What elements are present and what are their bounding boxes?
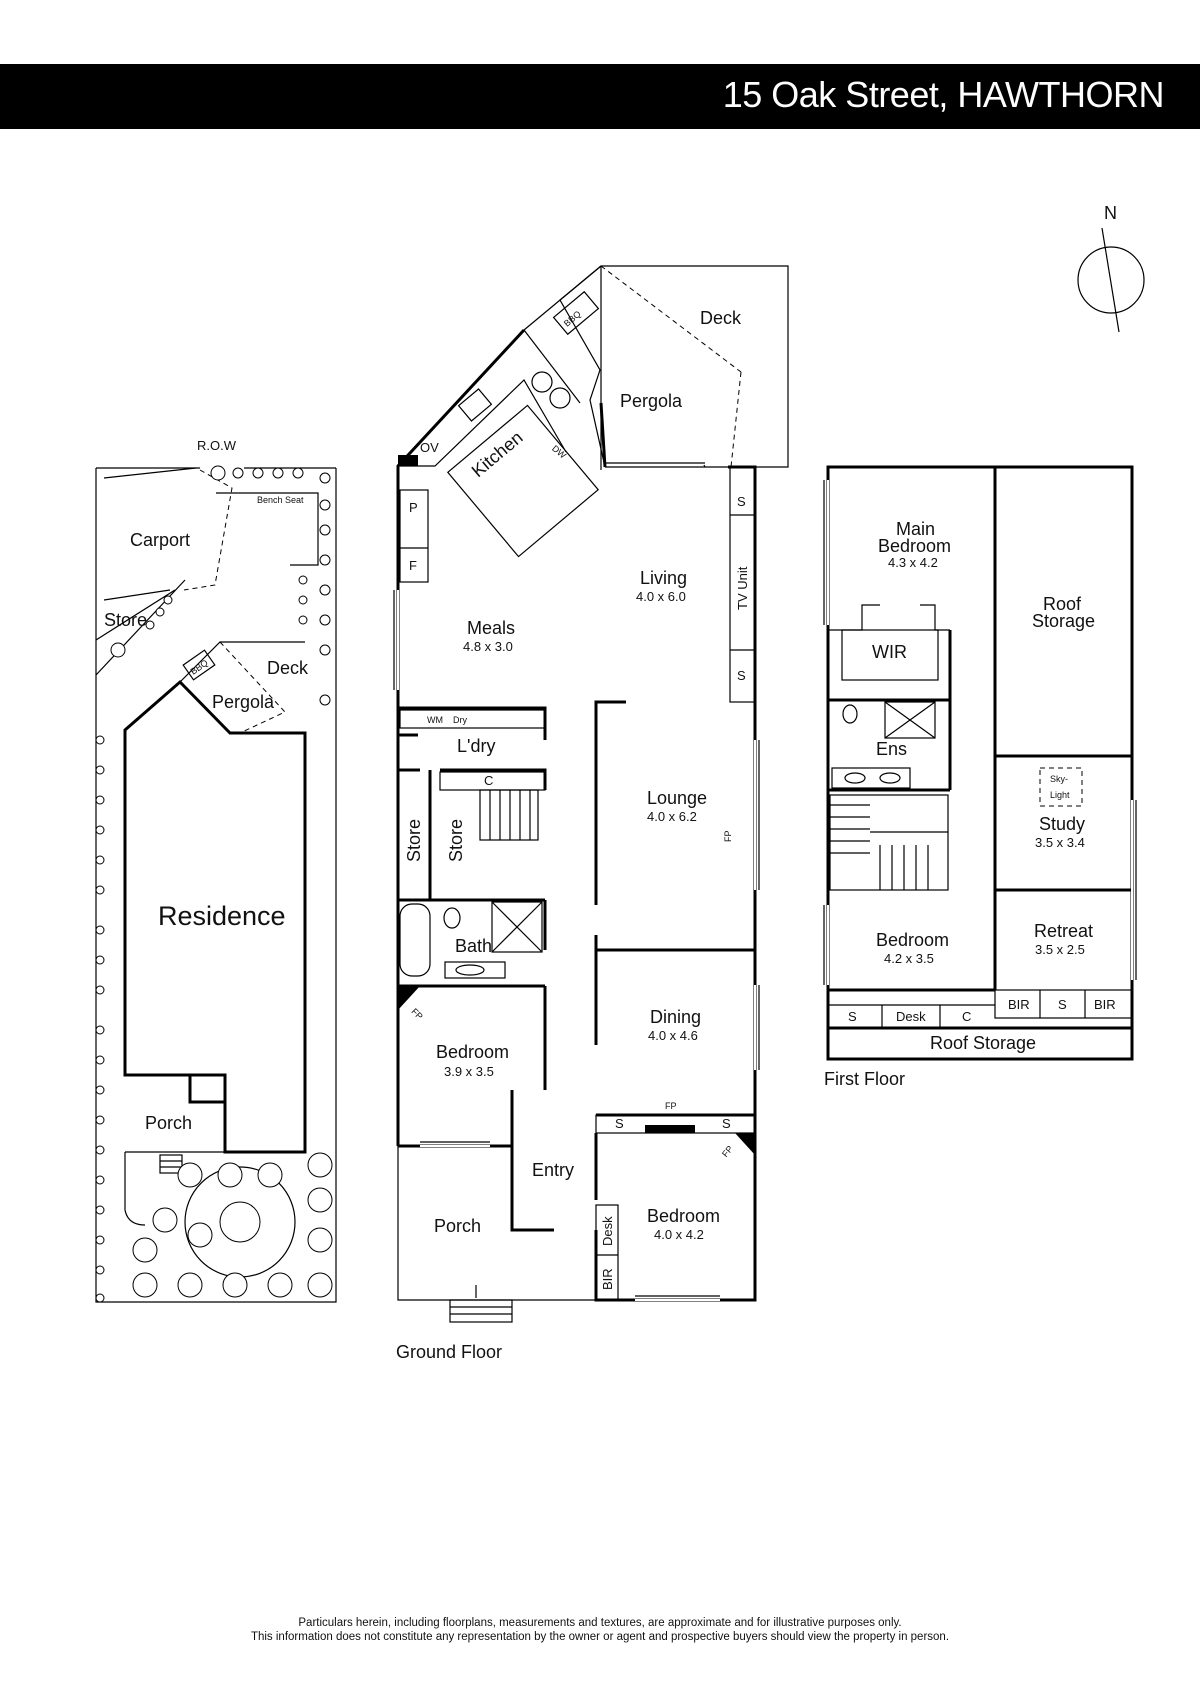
gf-dining-fireplace-label: FP — [665, 1101, 677, 1111]
gf-bed2-fireplace-label: FP — [720, 1144, 735, 1159]
ff-bedroom-label: Bedroom — [876, 930, 949, 950]
gf-dishwasher-label: DW — [550, 443, 568, 461]
site-porch-label: Porch — [145, 1113, 192, 1133]
gf-deck-label: Deck — [700, 308, 742, 328]
ff-study-dims: 3.5 x 3.4 — [1035, 835, 1085, 850]
gf-porch-label: Porch — [434, 1216, 481, 1236]
ff-wir-label: WIR — [872, 642, 907, 662]
gf-cupboard-label: C — [484, 773, 493, 788]
ff-desk-label: Desk — [896, 1009, 926, 1024]
gf-fridge-label: F — [409, 558, 417, 573]
site-pergola-label: Pergola — [212, 692, 275, 712]
site-store-label: Store — [104, 610, 147, 630]
ff-main-bedroom-line2: Bedroom — [878, 536, 951, 556]
disclaimer-line-1: Particulars herein, including floorplans… — [298, 1617, 902, 1629]
ground-floor-plan: Deck BBQ Pergola Kitchen OV DW P F Livin… — [393, 265, 789, 1362]
gf-caption: Ground Floor — [396, 1342, 502, 1362]
ff-shelf-mid-label: S — [1058, 997, 1067, 1012]
disclaimer: Particulars herein, including floorplans… — [0, 1616, 1200, 1644]
site-deck-label: Deck — [267, 658, 309, 678]
gf-bir-label: BIR — [600, 1268, 615, 1290]
gf-washer-label: WM — [427, 715, 443, 725]
ff-retreat-dims: 3.5 x 2.5 — [1035, 942, 1085, 957]
ff-roof-storage-top-line1: Roof — [1043, 594, 1082, 614]
disclaimer-line-2: This information does not constitute any… — [250, 1631, 950, 1643]
ff-roof-storage-top-line2: Storage — [1032, 611, 1095, 631]
gf-store-1-label: Store — [404, 819, 424, 862]
gf-kitchen-label: Kitchen — [468, 427, 527, 481]
ff-bir-right-label: BIR — [1094, 997, 1116, 1012]
ff-bir-left-label: BIR — [1008, 997, 1030, 1012]
gf-dining-shelf-left: S — [615, 1116, 624, 1131]
gf-pergola-label: Pergola — [620, 391, 683, 411]
ff-cupboard-label: C — [962, 1009, 971, 1024]
gf-oven-label: OV — [420, 440, 439, 455]
site-bench-seat-label: Bench Seat — [257, 495, 304, 505]
gf-bbq-label: BBQ — [562, 309, 583, 329]
gf-dining-shelf-right: S — [722, 1116, 731, 1131]
gf-living-label: Living — [640, 568, 687, 588]
gf-store-2-label: Store — [446, 819, 466, 862]
gf-meals-label: Meals — [467, 618, 515, 638]
site-shrubs — [95, 465, 333, 1303]
gf-bedroom-1-dims: 3.9 x 3.5 — [444, 1064, 494, 1079]
ff-caption: First Floor — [824, 1069, 905, 1089]
ff-ensuite-label: Ens — [876, 739, 907, 759]
north-compass: N — [1077, 203, 1145, 333]
gf-pantry-label: P — [409, 500, 418, 515]
gf-desk-label: Desk — [600, 1216, 615, 1246]
gf-meals-dims: 4.8 x 3.0 — [463, 639, 513, 654]
property-address: 15 Oak Street, HAWTHORN — [722, 74, 1165, 115]
gf-living-dims: 4.0 x 6.0 — [636, 589, 686, 604]
gf-laundry-label: L'dry — [457, 736, 495, 756]
gf-bath-label: Bath — [455, 936, 492, 956]
site-residence-label: Residence — [158, 901, 286, 931]
ff-bedroom-dims: 4.2 x 3.5 — [884, 951, 934, 966]
ff-shelf-left-label: S — [848, 1009, 857, 1024]
ff-skylight-line1: Sky- — [1050, 774, 1068, 784]
gf-entry-label: Entry — [532, 1160, 574, 1180]
ff-main-bedroom-dims: 4.3 x 4.2 — [888, 555, 938, 570]
ff-main-bedroom-line1: Main — [896, 519, 935, 539]
ff-skylight-line2: Light — [1050, 790, 1070, 800]
compass-north-label: N — [1104, 203, 1117, 223]
gf-living-shelf-bottom: S — [737, 668, 746, 683]
gf-dryer-label: Dry — [453, 715, 467, 725]
site-plan: Bench Seat — [95, 438, 337, 1303]
gf-lounge-dims: 4.0 x 6.2 — [647, 809, 697, 824]
gf-bedroom-2-label: Bedroom — [647, 1206, 720, 1226]
header-bar: 15 Oak Street, HAWTHORN — [0, 64, 1200, 129]
gf-dining-dims: 4.0 x 4.6 — [648, 1028, 698, 1043]
site-bbq-label: BBQ — [189, 658, 210, 677]
gf-living-shelf-top: S — [737, 494, 746, 509]
gf-bedroom-2-dims: 4.0 x 4.2 — [654, 1227, 704, 1242]
first-floor-plan: Main Bedroom 4.3 x 4.2 Roof Storage WIR … — [823, 465, 1137, 1089]
gf-bedroom-1-label: Bedroom — [436, 1042, 509, 1062]
gf-lounge-fireplace-label: FP — [723, 830, 733, 842]
ff-retreat-label: Retreat — [1034, 921, 1093, 941]
gf-lounge-label: Lounge — [647, 788, 707, 808]
gf-bed1-fireplace-label: FP — [410, 1006, 425, 1021]
ff-study-label: Study — [1039, 814, 1085, 834]
site-row-label: R.O.W — [197, 438, 237, 453]
site-carport-label: Carport — [130, 530, 190, 550]
gf-dining-label: Dining — [650, 1007, 701, 1027]
gf-tv-unit-label: TV Unit — [735, 566, 750, 610]
ff-roof-storage-bottom-label: Roof Storage — [930, 1033, 1036, 1053]
